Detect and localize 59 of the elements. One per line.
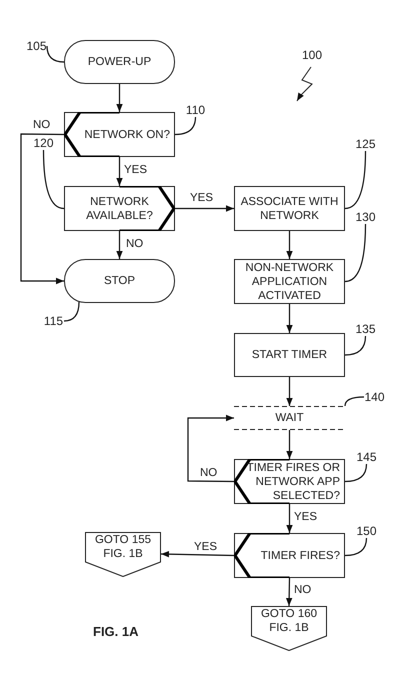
leader-line xyxy=(46,46,64,63)
figure-caption: FIG. 1A xyxy=(93,623,139,641)
node-text: START TIMER xyxy=(252,348,328,362)
reference-number: 150 xyxy=(356,524,377,538)
arrow xyxy=(116,84,123,112)
reference-number: 125 xyxy=(355,137,376,151)
leader-line xyxy=(344,464,368,482)
process-box xyxy=(234,333,345,377)
node-text: NETWORK AVAILABLE? xyxy=(85,194,154,222)
arrow xyxy=(20,133,64,284)
reference-number: 100 xyxy=(302,48,322,62)
process-box xyxy=(234,186,345,231)
leader-line xyxy=(344,336,366,356)
node-text: ASSOCIATE WITH NETWORK xyxy=(240,194,340,222)
reference-number: 115 xyxy=(43,314,64,328)
decision-box xyxy=(64,112,175,157)
leader-line xyxy=(344,150,366,210)
off-page-connector xyxy=(251,606,327,651)
decision-box xyxy=(64,186,175,231)
arrow xyxy=(116,231,123,259)
node-text: NETWORK ON? xyxy=(84,128,171,142)
reference-number: 105 xyxy=(26,39,47,53)
reference-number: 140 xyxy=(364,390,385,404)
decision-box xyxy=(234,459,345,504)
node-text: TIMER FIRES OR NETWORK APP SELECTED? xyxy=(246,460,341,502)
reference-number: 145 xyxy=(356,450,377,464)
arrow xyxy=(286,504,293,533)
arrow xyxy=(160,550,234,558)
reference-number: 135 xyxy=(355,322,376,336)
arrow xyxy=(286,304,293,333)
arrow xyxy=(116,157,123,186)
arrow xyxy=(187,414,234,482)
node-text: TIMER FIRES? xyxy=(260,548,341,562)
terminal-shape xyxy=(64,40,175,84)
leader-line xyxy=(42,150,64,210)
reference-number: 110 xyxy=(185,103,206,117)
decision-box xyxy=(234,533,345,578)
terminal-shape xyxy=(64,259,175,303)
node-text: GOTO 155 FIG. 1B xyxy=(94,533,152,561)
node-text: POWER-UP xyxy=(88,55,152,69)
leader-line xyxy=(64,302,80,322)
leader-line xyxy=(344,224,366,282)
leader-line xyxy=(174,116,196,136)
node-text: STOP xyxy=(104,274,136,288)
wait-band xyxy=(234,406,345,430)
reference-number: 130 xyxy=(355,210,376,224)
node-text: GOTO 160 FIG. 1B xyxy=(260,607,318,635)
arrow xyxy=(286,377,293,406)
leader-line xyxy=(344,396,364,406)
node-text: WAIT xyxy=(275,411,304,425)
leader-line xyxy=(344,538,368,556)
process-box xyxy=(234,259,345,304)
arrow xyxy=(175,205,234,212)
arrow xyxy=(286,578,292,606)
off-page-connector xyxy=(85,532,161,577)
arrow xyxy=(286,231,293,259)
node-text: NON-NETWORK APPLICATION ACTIVATED xyxy=(244,260,335,302)
reference-number: 120 xyxy=(33,136,54,150)
arrow xyxy=(286,430,293,459)
